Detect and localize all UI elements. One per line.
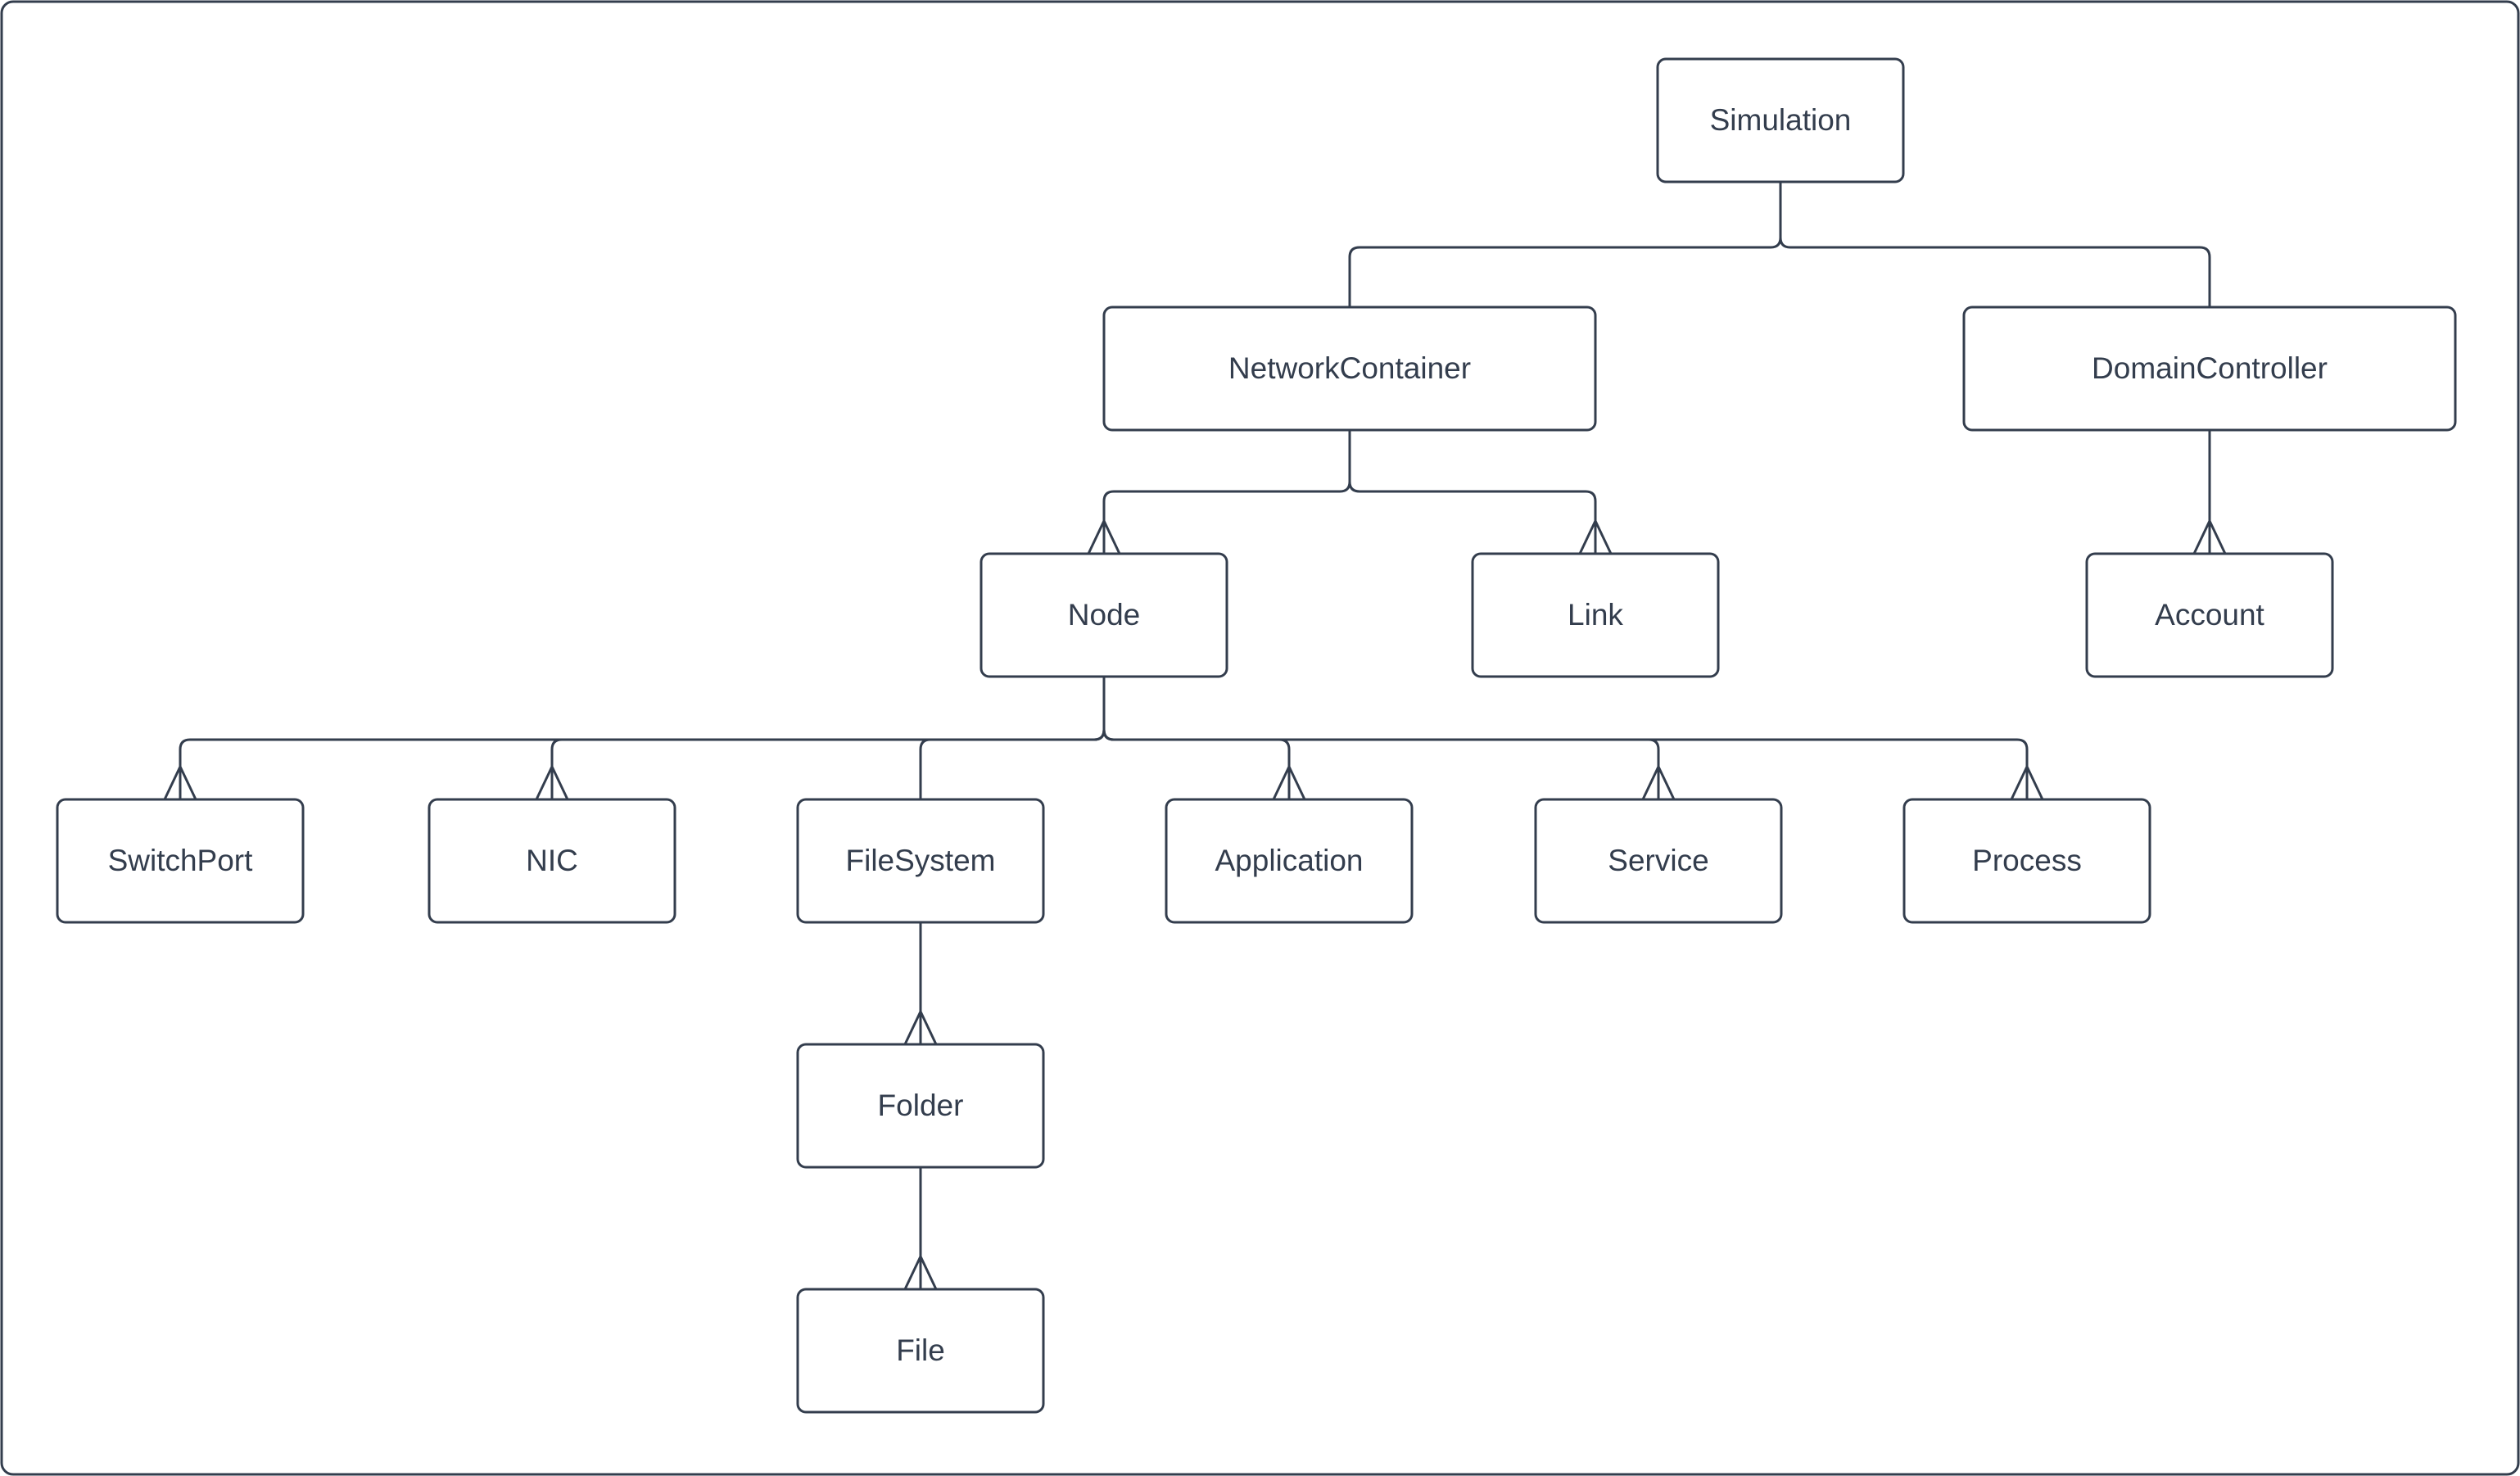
- class-node-simulation[interactable]: Simulation: [1656, 57, 1905, 183]
- class-node-account[interactable]: Account: [2085, 552, 2334, 678]
- inheritance-arrowhead-icon: [1578, 518, 1613, 555]
- inheritance-arrowhead-icon: [1641, 763, 1676, 800]
- class-node-link[interactable]: Link: [1471, 552, 1720, 678]
- inheritance-arrowhead-icon: [535, 763, 569, 800]
- class-node-node[interactable]: Node: [979, 552, 1228, 678]
- inheritance-arrowhead-icon: [163, 763, 197, 800]
- class-node-box[interactable]: [796, 798, 1045, 924]
- class-node-label: Folder: [878, 1089, 964, 1122]
- class-node-label: Application: [1215, 844, 1363, 877]
- class-node-label: FileSystem: [846, 844, 996, 877]
- edge-layer: [163, 182, 2227, 1290]
- class-node-switchport[interactable]: SwitchPort: [56, 798, 305, 924]
- class-node-box[interactable]: [1656, 57, 1905, 183]
- inheritance-arrowhead-icon: [903, 1008, 938, 1045]
- class-node-box[interactable]: [979, 552, 1228, 678]
- edge-line: [1348, 430, 1597, 554]
- edge-folder-file: [903, 1167, 938, 1290]
- edge-filesystem-folder: [903, 922, 938, 1045]
- class-node-label: DomainController: [2092, 351, 2328, 385]
- class-node-label: NetworkContainer: [1228, 351, 1471, 385]
- class-node-domain-controller[interactable]: DomainController: [1962, 306, 2457, 432]
- class-node-nic[interactable]: NIC: [428, 798, 676, 924]
- edge-line: [1779, 182, 2211, 307]
- class-node-box[interactable]: [796, 1043, 1045, 1169]
- edge-simulation-domain-controller: [1779, 182, 2211, 307]
- class-node-label: Process: [1972, 844, 2082, 877]
- class-node-box[interactable]: [428, 798, 676, 924]
- inheritance-arrowhead-icon: [1087, 518, 1121, 555]
- inheritance-arrowhead-icon: [2192, 518, 2227, 555]
- class-node-box[interactable]: [1962, 306, 2457, 432]
- class-node-label: Account: [2155, 598, 2264, 632]
- class-node-box[interactable]: [1471, 552, 1720, 678]
- class-node-label: Service: [1608, 844, 1708, 877]
- edge-line: [1102, 677, 2029, 799]
- class-node-filesystem[interactable]: FileSystem: [796, 798, 1045, 924]
- class-node-label: File: [896, 1333, 945, 1367]
- class-node-box[interactable]: [796, 1288, 1045, 1414]
- class-node-label: Link: [1568, 598, 1623, 632]
- class-node-application[interactable]: Application: [1165, 798, 1414, 924]
- class-node-box[interactable]: [2085, 552, 2334, 678]
- inheritance-arrowhead-icon: [903, 1253, 938, 1290]
- inheritance-arrowhead-icon: [2010, 763, 2044, 800]
- class-node-box[interactable]: [1102, 306, 1597, 432]
- class-node-box[interactable]: [1902, 798, 2151, 924]
- class-node-file[interactable]: File: [796, 1288, 1045, 1414]
- class-node-box[interactable]: [56, 798, 305, 924]
- edge-node-process: [1102, 677, 2044, 800]
- class-node-box[interactable]: [1165, 798, 1414, 924]
- class-node-folder[interactable]: Folder: [796, 1043, 1045, 1169]
- edge-domain-controller-account: [2192, 430, 2227, 555]
- edge-network-container-link: [1348, 430, 1613, 555]
- class-node-network-container[interactable]: NetworkContainer: [1102, 306, 1597, 432]
- class-node-label: Simulation: [1710, 103, 1852, 137]
- class-node-label: NIC: [526, 844, 578, 877]
- class-node-label: SwitchPort: [108, 844, 254, 877]
- class-node-process[interactable]: Process: [1902, 798, 2151, 924]
- inheritance-arrowhead-icon: [1272, 763, 1306, 800]
- class-node-box[interactable]: [1534, 798, 1783, 924]
- class-node-service[interactable]: Service: [1534, 798, 1783, 924]
- class-node-label: Node: [1068, 598, 1140, 632]
